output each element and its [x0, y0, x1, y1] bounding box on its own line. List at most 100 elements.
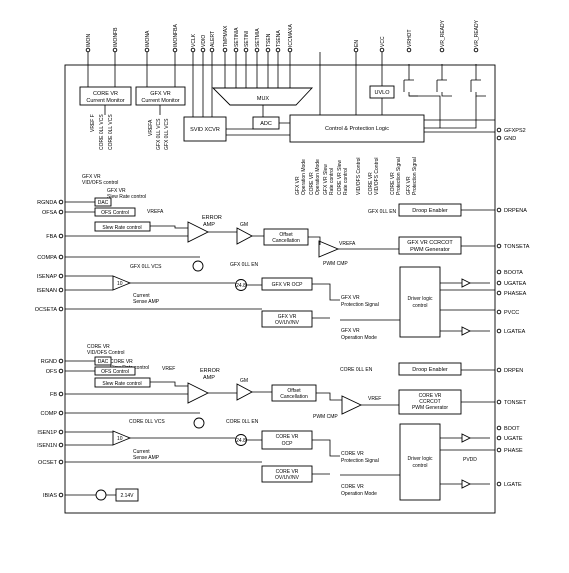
top-pin-label: VDIO — [201, 35, 207, 47]
core-vref-label: VREF — [162, 366, 175, 372]
top-pin-label: IMONFB — [113, 27, 119, 47]
vr-ready-mosfet-2 — [470, 64, 486, 97]
right-pin-label: BOOTA — [504, 270, 523, 276]
gfx-gm — [236, 227, 253, 245]
right-pin-dot — [496, 328, 502, 334]
core-offset-label-a: Offset — [287, 388, 301, 394]
gfx-pwm-label-b: PWM Generator — [410, 247, 450, 253]
left-pin-label: ISEN1N — [37, 443, 57, 449]
right-pin-label: GFXPS2 — [504, 128, 526, 134]
right-pin-label: TONSETA — [504, 244, 530, 250]
gfx-current-monitor-label: Current Monitor — [141, 98, 179, 104]
gfx-current-monitor-title: GFX VR — [150, 91, 171, 97]
right-pin-label: PHASE — [504, 448, 523, 454]
left-pin-dot — [58, 459, 64, 465]
gfx-slew-label-b: Rate control — [329, 168, 335, 195]
core-driver-label-b: control — [412, 463, 427, 469]
core-error-amp — [187, 382, 210, 404]
vref-f-label: VREF F — [90, 114, 96, 132]
left-pin-label: ISENAN — [37, 288, 58, 294]
core-droop-enabler — [398, 362, 462, 376]
core-vr-op-mode-label-b: Operation Mode — [315, 159, 321, 195]
core-ocp-label-b: OCP — [282, 441, 294, 447]
core-dll-vcs-mid-label: CORE 0LL VCS — [129, 419, 165, 425]
core-slew-rate-label: Slew Rate control — [102, 381, 141, 387]
core-opmode-label-a: CORE VR — [341, 484, 364, 490]
core-driver-logic — [399, 423, 441, 501]
gfx-offset-label-b: Cancellation — [272, 238, 300, 244]
left-pin-dot — [58, 199, 64, 205]
core-current-sense-amp — [112, 430, 132, 446]
gfx-current-monitor — [135, 86, 186, 106]
gfx-vrefa-label-2: VREFA — [339, 241, 356, 247]
core-slew-top-label-a: CORE VR — [110, 359, 133, 365]
top-pin-dot — [190, 47, 196, 53]
gfx-slew-rate-label: Slew Rate control — [102, 225, 141, 231]
top-pin-dot — [353, 47, 359, 53]
gfx-slew-label-a: GFX VR Slew — [323, 164, 329, 195]
left-pin-label: ISENAP — [37, 274, 58, 280]
gfx-cs-gain-label: 10 — [117, 281, 123, 287]
gfx-ov-label-a: GFX VR — [278, 314, 297, 320]
gfx-vid-label-a: GFX VR — [82, 174, 101, 180]
top-pin-dot — [379, 47, 385, 53]
gfx-droop-label: Droop Enabler — [412, 208, 448, 214]
ibias-reference-label: 2.14V — [120, 493, 134, 499]
core-cs-label-a: Current — [133, 449, 150, 455]
right-pin-label: TONSET — [504, 400, 527, 406]
top-pin-dot — [275, 47, 281, 53]
gfx-prot-mid-label-a: GFX VR — [341, 295, 360, 301]
core-current-monitor-label: Current Monitor — [86, 98, 124, 104]
gfx-dll-vcs-label: GFX 0LL VCS — [156, 118, 162, 150]
core-ov-label-a: CORE VR — [276, 469, 299, 475]
right-pin-dot — [496, 290, 502, 296]
adc-label: ADC — [260, 121, 272, 127]
core-vr-vid-label-a: CORE VR — [368, 172, 374, 195]
core-vref-label-2: VREF — [368, 396, 381, 402]
gfx-cs-label-a: Current — [133, 293, 150, 299]
left-pin-label: FBA — [46, 234, 57, 240]
top-pin-dot — [287, 47, 293, 53]
gfx-opmode-label-b: Operation Mode — [341, 335, 377, 341]
gfx-prot-label-b: Protection Signal — [412, 157, 418, 195]
right-pin-label: DRPENA — [504, 208, 527, 214]
gfx-vrefa-label: VREFA — [147, 209, 164, 215]
core-droop-label: Droop Enabler — [412, 367, 448, 373]
control-protection-logic-label: Control & Protection Logic — [325, 126, 389, 132]
right-pin-dot — [496, 435, 502, 441]
gfx-gm-label: GM — [240, 222, 248, 228]
right-pin-label: UGATEA — [504, 281, 527, 287]
core-dll-en-label: CORE 0LL EN — [226, 419, 259, 425]
top-pin-label: TSEN — [266, 33, 272, 47]
gfx-slew-top-label-a: GFX VR — [107, 188, 126, 194]
core-ofs-control-label: OFS Control — [101, 369, 129, 375]
right-pins: GFXPS2GNDDRPENATONSETABOOTAUGATEAPHASEAP… — [496, 127, 530, 488]
gfx-dac-label: DAC — [98, 200, 109, 206]
core-dac-label: DAC — [98, 359, 109, 365]
left-pin-dot — [58, 492, 64, 498]
left-pin-label: FB — [50, 392, 57, 398]
right-pin-dot — [496, 207, 502, 213]
top-pin-label: VR_READY — [440, 19, 446, 47]
top-pin-dot — [144, 47, 150, 53]
gfx-prot-label-a: GFX VR — [406, 176, 412, 195]
gfx-vr-op-mode-label-a: GFX VR — [295, 176, 301, 195]
top-pin-label: VR_READY — [474, 19, 480, 47]
left-pin-dot — [58, 287, 64, 293]
gfx-driver-logic — [399, 266, 441, 338]
top-pin-dot — [112, 47, 118, 53]
left-pin-label: RGNDA — [37, 200, 57, 206]
core-gain-label: 24.8 — [236, 438, 246, 444]
left-pins: RGNDAOFSAFBACOMPAISENAPISENANOCSETARGNDO… — [35, 199, 64, 499]
core-gm-label: GM — [240, 378, 248, 384]
core-cs-gain-label: 10 — [117, 436, 123, 442]
top-pin-label: SETINIA — [234, 27, 240, 47]
top-pin-dot — [265, 47, 271, 53]
top-pin-label: SETMIA — [255, 28, 261, 47]
gfx-driver-label-b: control — [412, 303, 427, 309]
gfx-slew-top-label-b: Slew Rate control — [107, 194, 146, 200]
gfx-pwm-cmp-label: PWM CMP — [323, 261, 348, 267]
gfx-prot-mid-label-b: Protection Signal — [341, 302, 379, 308]
gfx-cs-label-b: Sense AMP — [133, 299, 160, 305]
